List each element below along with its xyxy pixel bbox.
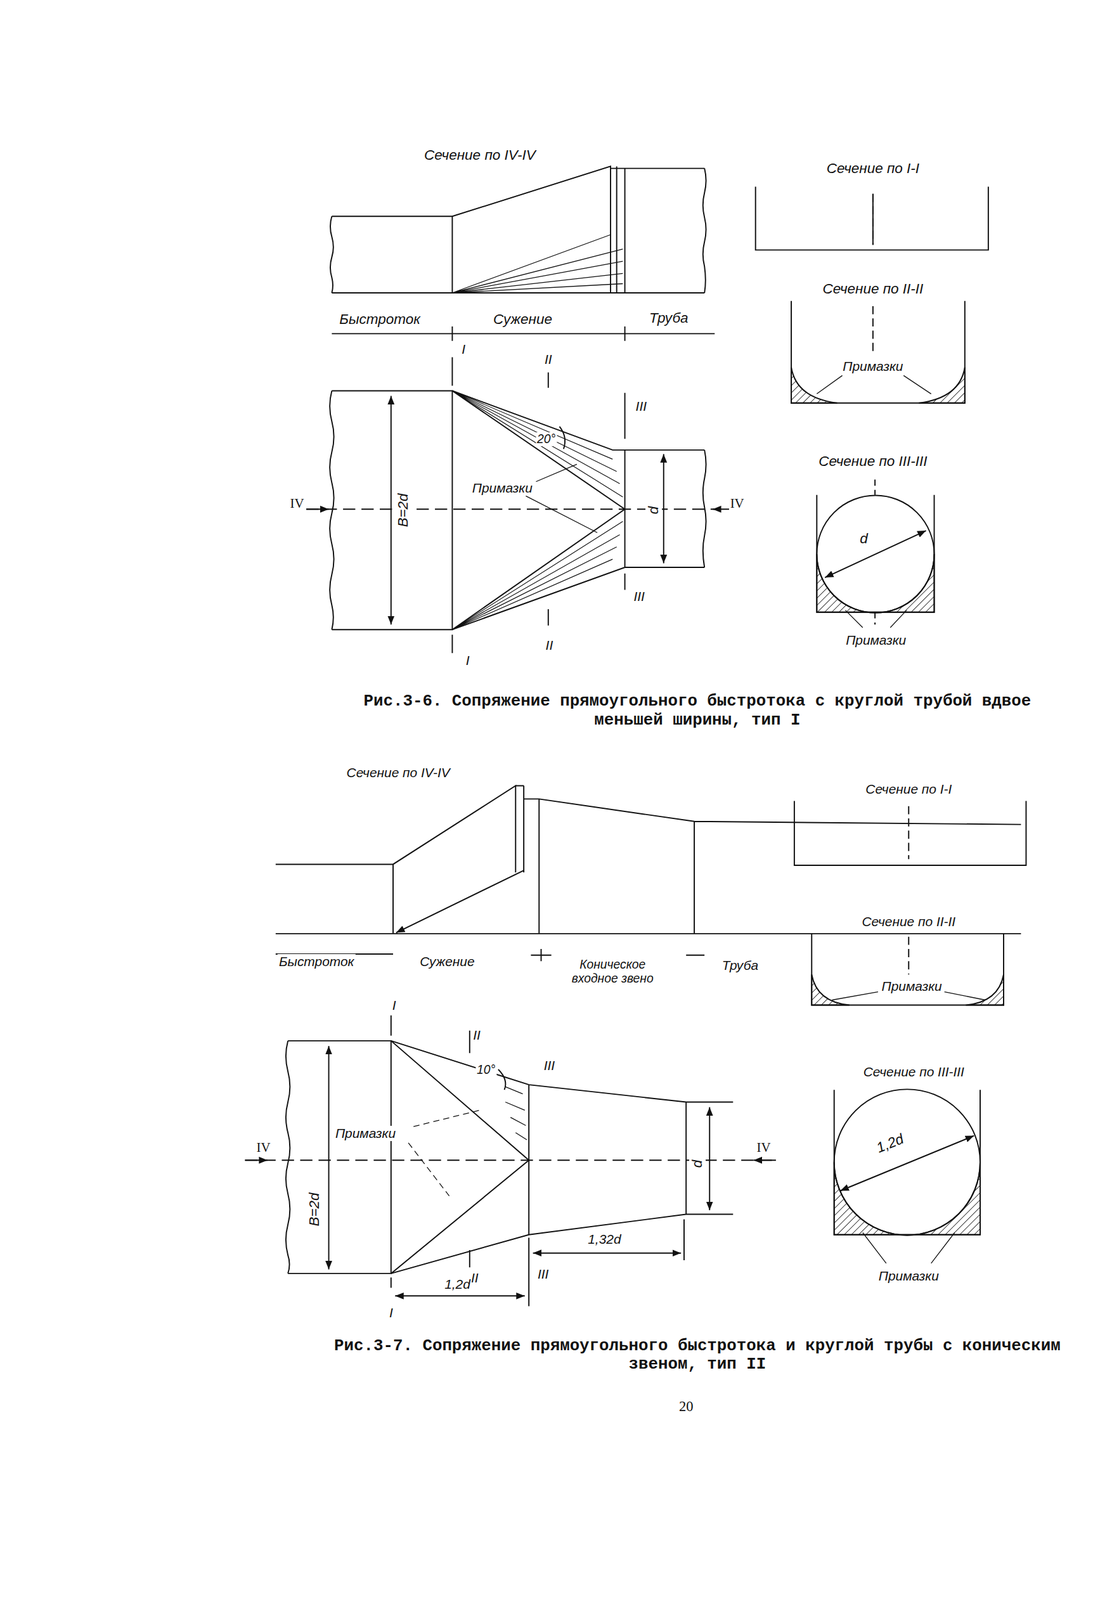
drawing-label: B=2d: [306, 1191, 323, 1229]
drawing-label: Сечение по II-II: [821, 280, 925, 298]
drawing-label: II: [471, 1027, 482, 1043]
drawing-label: B=2d: [394, 492, 412, 529]
drawing-label: IV: [254, 1139, 272, 1156]
drawing-label: Сечение по II-II: [860, 914, 958, 930]
drawing-label: IV: [289, 495, 306, 511]
drawing-label: 1,32d: [586, 1231, 622, 1248]
drawing-label: I: [388, 1305, 395, 1321]
drawing-label: d: [858, 530, 870, 548]
drawing-label: Примазки: [880, 978, 944, 995]
drawing-label: Труба: [720, 957, 760, 974]
drawing-label: Сужение: [491, 311, 554, 328]
drawing-label: Примазки: [471, 480, 534, 496]
figure-caption: Рис.3-7. Сопряжение прямоугольного быстр…: [328, 1337, 1066, 1375]
drawing-label: Труба: [647, 310, 690, 327]
drawing-label: 1,2d: [873, 1130, 908, 1158]
drawing-label: III: [536, 1266, 550, 1282]
drawing-label: Примазки: [334, 1125, 397, 1141]
drawing-label: Сечение по III-III: [817, 453, 929, 470]
drawing-label: III: [634, 398, 648, 414]
drawing-label: Сечение по IV-IV: [345, 765, 452, 781]
drawing-label: Быстроток: [277, 954, 356, 970]
drawing-label: 20°: [535, 431, 557, 446]
drawing-label: Сечение по IV-IV: [422, 147, 537, 164]
drawing-label: I: [460, 341, 467, 357]
drawing-label: Примазки: [841, 358, 905, 375]
drawing-label: Сечение по I-I: [864, 781, 953, 797]
drawing-label: II: [543, 351, 554, 368]
drawing-label: Примазки: [844, 632, 908, 648]
drawing-label: IV: [755, 1139, 773, 1156]
drawing-label: I: [464, 653, 472, 669]
drawing-label: Сужение: [418, 954, 476, 970]
drawing-label: IV: [729, 495, 746, 511]
drawing-label: Сечение по I-I: [825, 160, 921, 177]
drawing-label: Примазки: [877, 1268, 941, 1284]
drawing-label: I: [391, 997, 398, 1014]
drawing-label: 1,2d: [443, 1276, 472, 1293]
drawing-label: Коническое входное звено: [555, 957, 671, 986]
drawing-label: d: [689, 1158, 706, 1170]
drawing-label: 20: [677, 1398, 695, 1416]
drawing-label: III: [542, 1058, 557, 1074]
drawing-label: II: [544, 637, 555, 654]
drawing-label: III: [632, 588, 646, 604]
drawing-label: 10°: [475, 1063, 497, 1078]
drawing-label: Быстроток: [337, 311, 422, 328]
drawing-label: d: [645, 505, 662, 517]
figure-caption: Рис.3-6. Сопряжение прямоугольного быстр…: [328, 692, 1066, 731]
drawing-label: Сечение по III-III: [862, 1064, 966, 1080]
